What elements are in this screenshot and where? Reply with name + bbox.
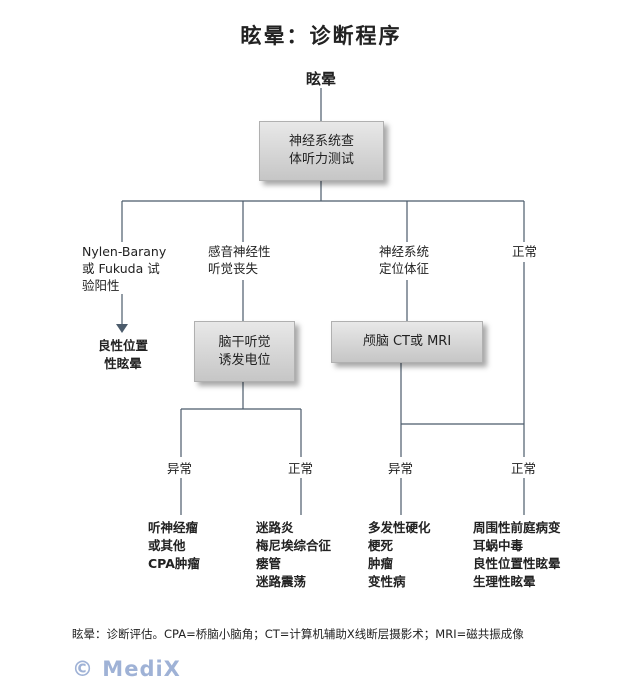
result-line: 肿瘤	[368, 556, 394, 571]
result-line: CPA肿瘤	[148, 556, 200, 571]
result-line: 听神经瘤	[148, 520, 199, 535]
box-line: 体听力测试	[288, 152, 354, 167]
medix-logo: © MediX	[72, 657, 181, 681]
box-ct-mri: 颅脑 CT或 MRI	[331, 321, 483, 363]
label-normal: 正常	[288, 461, 314, 476]
diagram-title: 眩晕：诊断程序	[240, 24, 402, 48]
branch-normal: 正常	[512, 243, 538, 260]
branch-line: 神经系统	[379, 244, 430, 259]
result-line: 多发性硬化	[368, 520, 431, 535]
branch-line: 定位体征	[379, 261, 430, 276]
branch-sensorineural-loss: 感音神经性 听觉丧失	[208, 243, 271, 277]
result-line: 或其他	[148, 538, 186, 553]
branch-line: 感音神经性	[208, 244, 271, 259]
branch-line: 或 Fukuda 试	[82, 261, 160, 276]
result-peripheral-vestibular: 周围性前庭病变 耳蜗中毒 良性位置性眩晕 生理性眩晕	[473, 519, 561, 591]
branch-line: 验阳性	[82, 278, 120, 293]
result-line: 变性病	[368, 574, 406, 589]
branch-positional-test: Nylen-Barany 或 Fukuda 试 验阳性	[82, 243, 166, 294]
result-line: 梗死	[368, 538, 394, 553]
label-normal: 正常	[511, 461, 537, 476]
label-abnormal: 异常	[167, 461, 193, 476]
box-line: 诱发电位	[218, 352, 271, 368]
label-abnormal: 异常	[388, 461, 414, 476]
result-line: 瘘管	[256, 556, 282, 571]
root-node-vertigo: 眩晕	[305, 70, 336, 88]
result-line: 良性位置性眩晕	[473, 556, 561, 571]
result-line: 梅尼埃综合征	[256, 538, 332, 553]
result-labyrinthitis: 迷路炎 梅尼埃综合征 瘘管 迷路震荡	[256, 519, 331, 591]
result-bppv: 良性位置 性眩晕	[92, 337, 154, 373]
result-line: 周围性前庭病变	[473, 520, 561, 535]
result-acoustic-neuroma: 听神经瘤 或其他 CPA肿瘤	[148, 519, 200, 573]
box-brainstem-evoked-potential: 脑干听觉 诱发电位	[194, 321, 295, 382]
branch-line: 听觉丧失	[208, 261, 259, 276]
footnote: 眩晕：诊断评估。CPA=桥脑小脑角；CT=计算机辅助X线断层摄影术；MRI=磁共…	[72, 627, 524, 641]
result-line: 性眩晕	[104, 356, 142, 371]
box-line: 神经系统查	[288, 134, 354, 149]
result-line: 耳蜗中毒	[473, 538, 524, 553]
box-line: 脑干听觉	[218, 334, 271, 350]
result-line: 生理性眩晕	[473, 574, 536, 589]
result-line: 迷路震荡	[256, 574, 307, 589]
result-line: 良性位置	[97, 338, 148, 353]
branch-focal-signs: 神经系统 定位体征	[379, 243, 429, 277]
box-neuro-hearing-exam: 神经系统查 体听力测试	[259, 121, 384, 181]
result-line: 迷路炎	[256, 520, 294, 535]
result-multiple-sclerosis: 多发性硬化 梗死 肿瘤 变性病	[368, 519, 431, 591]
branch-line: Nylen-Barany	[82, 244, 167, 259]
